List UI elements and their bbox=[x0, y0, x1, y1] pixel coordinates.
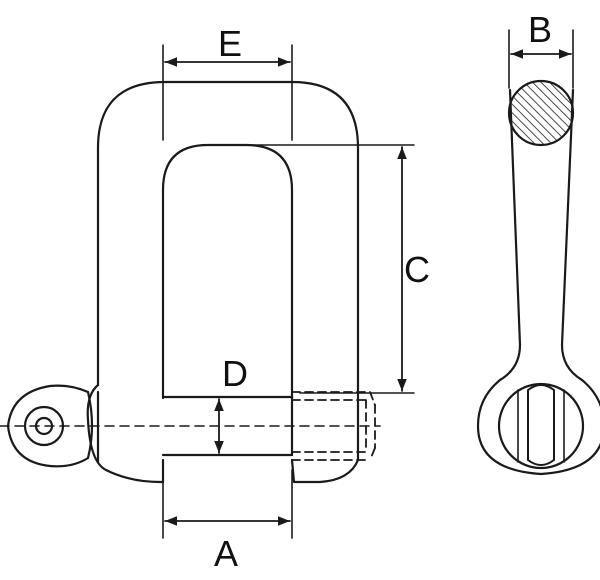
label-e: E bbox=[218, 23, 242, 64]
side-view bbox=[476, 88, 600, 476]
label-c: C bbox=[404, 249, 430, 290]
dimension-e bbox=[162, 44, 293, 141]
label-d: D bbox=[222, 353, 248, 394]
dimension-a bbox=[162, 469, 293, 539]
cross-section bbox=[507, 79, 575, 147]
label-b: B bbox=[528, 9, 552, 50]
dimension-b bbox=[508, 29, 574, 89]
dimension-c bbox=[211, 144, 415, 394]
shackle-body bbox=[86, 80, 360, 484]
label-a: A bbox=[214, 533, 238, 574]
